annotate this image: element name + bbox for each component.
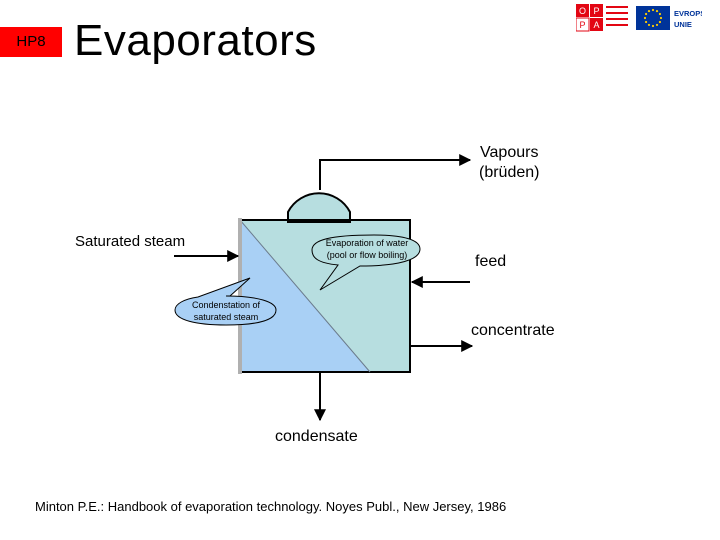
opp-logo: O P P A [575,4,628,32]
slide-badge: HP8 [0,27,62,57]
opp-logo-cell [590,18,603,31]
opp-logo-text-line [606,18,628,20]
condensation-callout [174,277,277,326]
vessel-dome [287,192,351,223]
eu-star-icon [644,20,648,24]
eu-star-icon [658,12,662,16]
eu-star-icon [655,23,659,27]
condensate-label: condensate [275,428,358,445]
opp-eu-logos: O P P A EVROPSKÁ UNIE [575,4,717,32]
eu-star-icon [647,23,651,27]
evaporation-callout-line: Evaporation of water [325,238,409,248]
steam-label: Saturated steam [75,233,186,250]
feed-label: feed [475,253,507,270]
evaporation-callout [311,234,421,291]
eu-star-icon [658,20,662,24]
opp-logo-letter: O [579,6,586,16]
opp-logo-cell [576,4,589,17]
eu-star-icon [651,24,655,28]
vapours-label: Vapours (brüden) [479,143,539,183]
condensation-callout-text: Condenstation of saturated steam [180,299,272,323]
eu-logo-text: UNIE [674,20,692,29]
opp-logo-letter: P [593,6,599,16]
eu-star-icon [644,12,648,16]
logos: O P P A EVROPSKÁ UNIE [575,4,717,39]
eu-star-icon [659,16,663,20]
eu-flag-icon [636,6,670,30]
citation: Minton P.E.: Handbook of evaporation tec… [35,499,507,514]
eu-star-icon [643,16,647,20]
dividing-line [239,219,371,373]
vapour-outlet-arrow [319,154,472,190]
opp-logo-cell [575,17,590,32]
condensation-callout-line: Condenstation of [191,300,261,310]
condensation-callout-line: saturated steam [193,312,259,322]
opp-logo-letter: P [579,20,585,30]
concentrate-label: concentrate [471,322,555,339]
evaporation-callout-text: Evaporation of water (pool or flow boili… [318,237,416,261]
vapours-label-line: Vapours [480,144,539,161]
eu-star-icon [651,8,655,12]
evaporation-callout-line: (pool or flow boiling) [326,250,408,260]
opp-logo-text-line [606,24,628,26]
vapours-label-line: (brüden) [479,164,540,181]
page-title: Evaporators [74,16,317,65]
opp-logo-text-line [606,12,628,14]
opp-logo-letter: A [593,20,599,30]
eu-star-icon [647,9,651,13]
opp-logo-text-line [606,6,628,8]
opp-logo-cell [590,4,603,17]
eu-star-icon [655,9,659,13]
eu-logo-text: EVROPSKÁ [674,9,702,18]
